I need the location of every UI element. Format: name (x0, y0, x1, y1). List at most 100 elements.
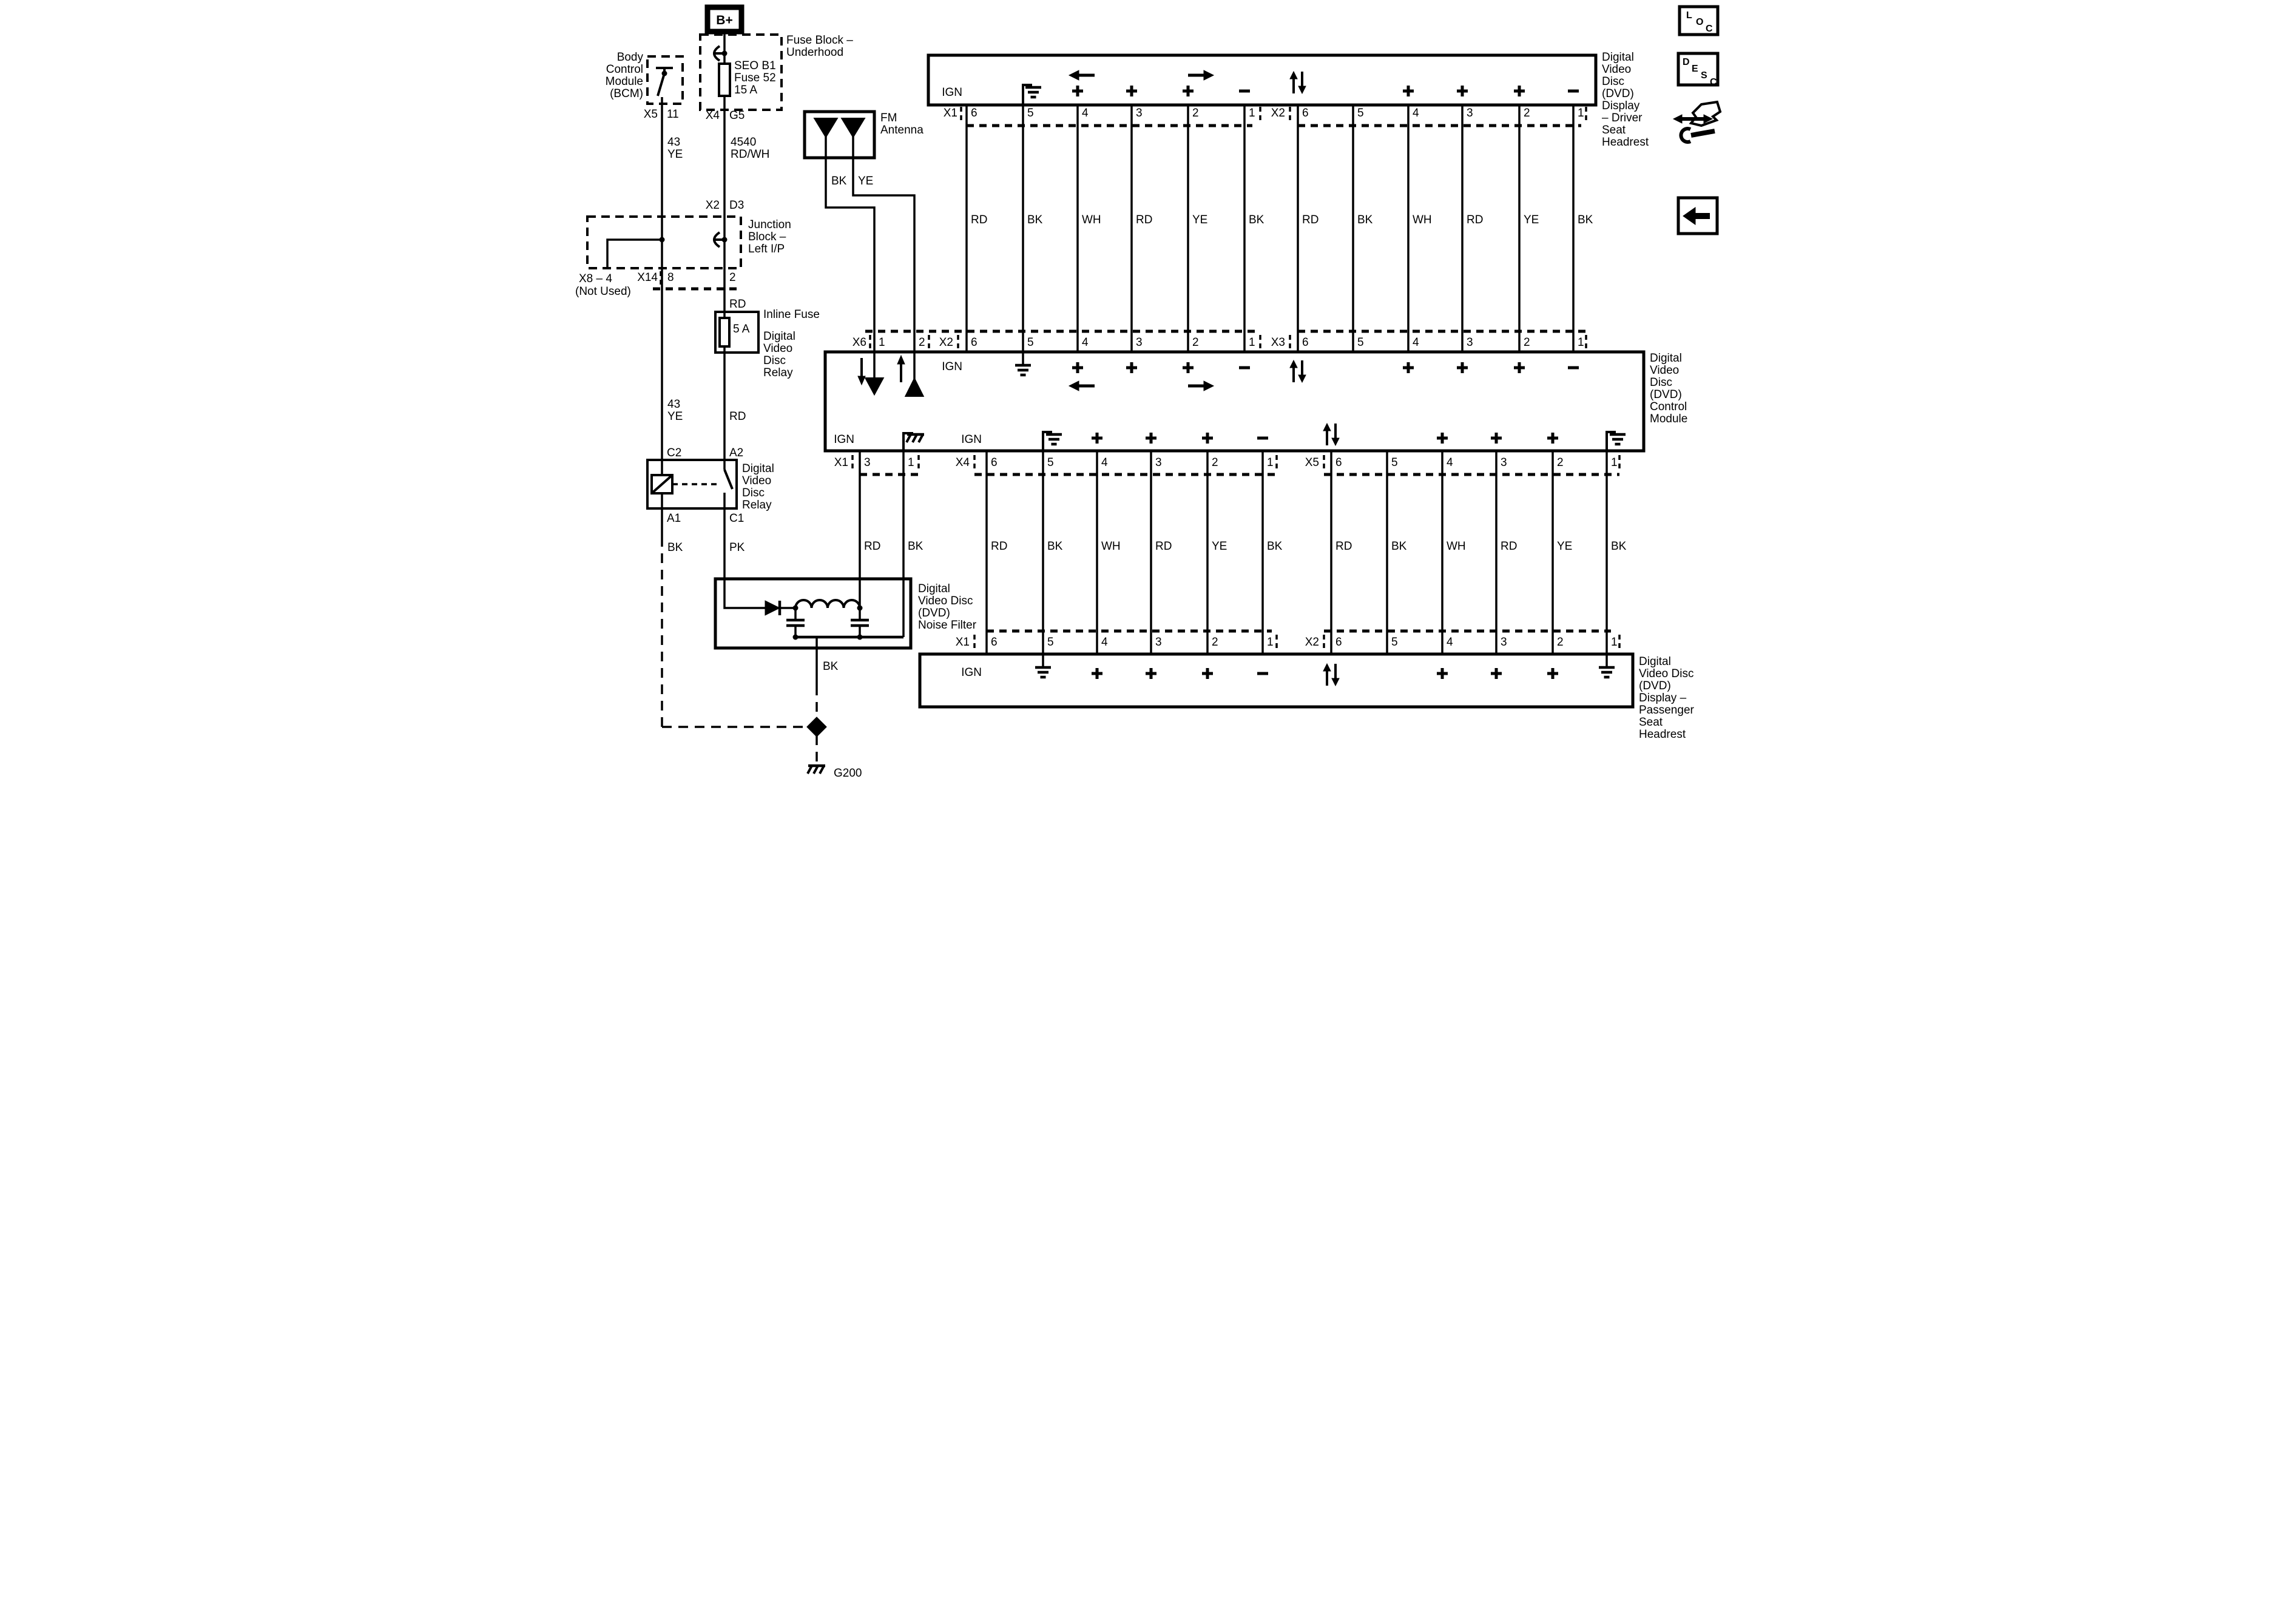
desc-letter: S (1701, 70, 1707, 81)
plus-icon (1072, 86, 1083, 96)
body-control-module: Body Control Module (BCM) X5 11 43 YE (606, 51, 684, 217)
antenna-in-icon (864, 377, 885, 396)
wire-label: BK (1047, 540, 1063, 553)
pin-label: 5 (1357, 107, 1364, 120)
pin-label: 6 (1302, 336, 1309, 349)
wire-label: BK (1578, 214, 1593, 226)
ground-icon (1015, 365, 1031, 375)
plus-icon (1514, 86, 1525, 96)
component-label: Video Disc (1639, 667, 1693, 680)
plus-icon (1457, 86, 1468, 96)
wire-label: 43 (667, 398, 680, 411)
pin-label: 6 (971, 107, 977, 120)
wire-label: RD (1155, 540, 1172, 553)
junction-block: X2 D3 Junction Block – Left I/P X8 – 4 (… (575, 199, 791, 311)
wire-label: BK (1249, 214, 1264, 226)
pin-label: 3 (1467, 336, 1473, 349)
connector-label: X6 (853, 336, 866, 349)
pin-label: 2 (1192, 336, 1199, 349)
connector-label: X1 (834, 456, 848, 469)
pin-label: 4 (1447, 456, 1453, 469)
loc-button[interactable]: L O C (1678, 5, 1720, 36)
module-top-connector-row: X6 1 2 X2 6 5 4 3 2 1 X3 6 5 4 3 2 1 (853, 329, 1587, 349)
wire-label: WH (1101, 540, 1121, 553)
connector-label: X1 (956, 636, 970, 649)
wire-label: YE (1524, 214, 1539, 226)
module-bottom-connector-row: X1 3 1 X4 6 5 4 3 2 1 X5 6 5 4 3 2 1 (834, 455, 1621, 476)
pin-label: 1 (1249, 336, 1255, 349)
pin-label: 6 (991, 636, 998, 649)
left-arrow-icon (1069, 70, 1095, 80)
wire-label: WH (1447, 540, 1466, 553)
pin-label: 5 (1391, 456, 1398, 469)
pin-label: 3 (864, 456, 871, 469)
right-arrow-icon (1188, 381, 1214, 391)
pin-label: 2 (1557, 636, 1564, 649)
updown-arrows-icon (1289, 70, 1307, 95)
wire-label: 43 (667, 136, 680, 149)
pin-label: 4 (1413, 107, 1419, 120)
plus-icon (1092, 433, 1102, 444)
chassis-ground-icon (808, 766, 825, 774)
desc-button[interactable]: D E S C (1676, 52, 1720, 87)
component-label: Display – (1639, 692, 1687, 704)
dvd-control-module: X6 1 2 X2 6 5 4 3 2 1 X3 6 5 4 3 2 1 Dig… (823, 329, 1687, 476)
pin-label: 3 (1501, 456, 1507, 469)
passenger-display-pin-symbols: IGN (961, 654, 1615, 687)
plus-icon (1146, 668, 1156, 679)
wire-label: BK (823, 660, 839, 673)
fuse-label: 15 A (734, 84, 757, 96)
connector-label: X8 – 4 (579, 272, 612, 285)
pin-label: 2 (1524, 107, 1530, 120)
pin-label: 3 (1136, 107, 1143, 120)
pin-label: 1 (1611, 636, 1618, 649)
pin-label: 2 (1212, 456, 1218, 469)
wire-label: RD (1335, 540, 1352, 553)
updown-arrows-icon (1322, 663, 1340, 687)
pin-label: 1 (1611, 456, 1618, 469)
updown-arrows-icon (1289, 359, 1307, 383)
pin-label: 2 (919, 336, 925, 349)
pin-label: 6 (971, 336, 977, 349)
pin-label: 5 (1047, 456, 1054, 469)
pin-label: 11 (667, 108, 679, 121)
plus-icon (1146, 433, 1156, 444)
component-label: Video (742, 474, 771, 487)
loc-letter: L (1686, 10, 1692, 21)
dvd-noise-filter: Digital Video Disc (DVD) Noise Filter BK… (714, 577, 977, 780)
desc-letter: C (1710, 77, 1717, 87)
connector-clip-icon (713, 231, 721, 248)
pin-label: 6 (1302, 107, 1309, 120)
ground-icon (1046, 434, 1062, 444)
pin-label: 4 (1101, 636, 1108, 649)
connector-label: X14 (637, 271, 658, 284)
component-label: Seat (1639, 716, 1663, 729)
driver-display: Digital Video Disc (DVD) Display – Drive… (927, 51, 1649, 149)
wiring-diagram-page: L O C D E S C B+ Fuse Block – Underhood … (574, 0, 1722, 809)
plus-icon (1072, 362, 1083, 373)
connector-label: X1 (944, 107, 957, 120)
connector-label: X4 (706, 109, 720, 122)
fuse-label: Fuse 52 (734, 72, 776, 84)
back-button[interactable] (1676, 196, 1719, 235)
capacitor-icon (786, 608, 805, 637)
plus-icon (1437, 668, 1448, 679)
pin-label: 5 (1027, 336, 1034, 349)
fuse-icon (718, 62, 731, 97)
inline-fuse: 5 A Inline Fuse Digital Video Disc Relay… (661, 268, 820, 460)
service-icon[interactable] (1672, 100, 1722, 144)
pin-label: 4 (1413, 336, 1419, 349)
ign-label: IGN (942, 360, 962, 373)
component-label: Passenger (1639, 704, 1695, 717)
connector-label: X5 (1305, 456, 1319, 469)
connector-label: X2 (706, 199, 720, 212)
pin-label: 6 (991, 456, 998, 469)
chassis-ground-icon (907, 434, 924, 442)
wire-label: WH (1413, 214, 1432, 226)
plus-icon (1183, 362, 1194, 373)
pin-label: 5 (1357, 336, 1364, 349)
plus-icon (1403, 362, 1414, 373)
ground-label: G200 (834, 767, 862, 780)
loc-letter: C (1706, 24, 1713, 34)
driver-display-pin-symbols: IGN (942, 70, 1579, 105)
